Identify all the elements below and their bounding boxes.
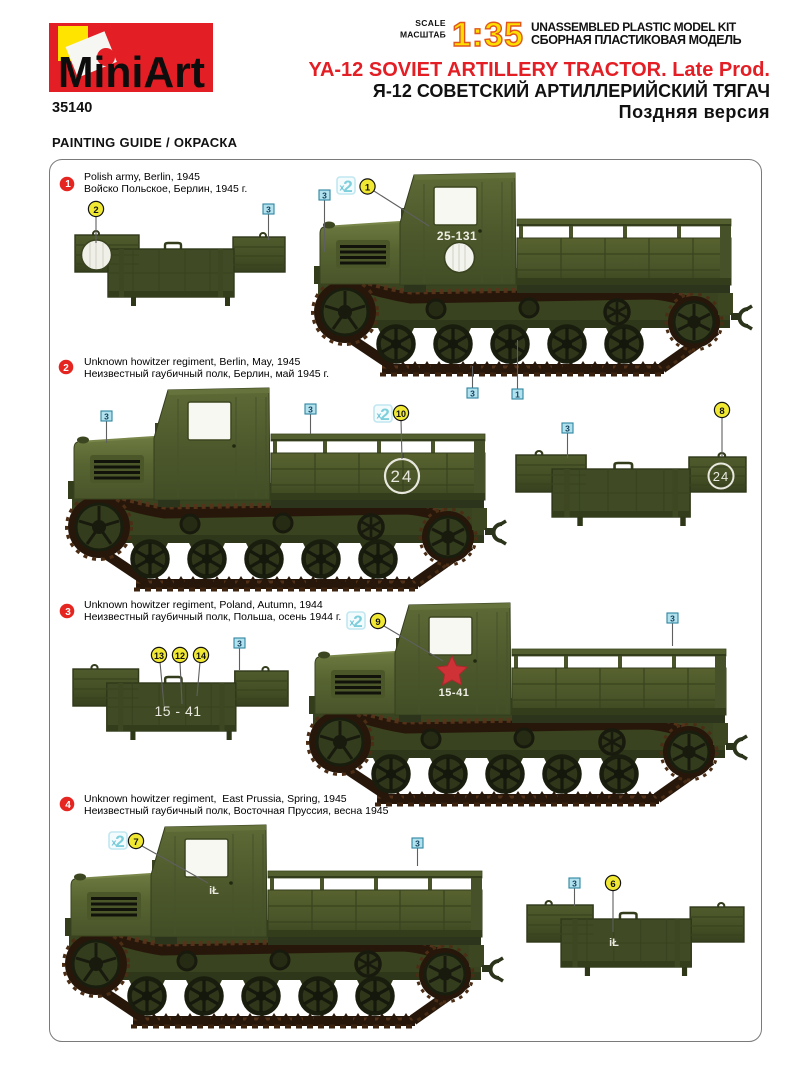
svg-text:12: 12 (175, 651, 185, 661)
svg-text:MiniArt: MiniArt (58, 48, 205, 97)
svg-text:SCALE: SCALE (415, 18, 446, 28)
svg-text:YA-12 SOVIET ARTILLERY TRACTOR: YA-12 SOVIET ARTILLERY TRACTOR. Late Pro… (308, 59, 770, 81)
svg-text:24: 24 (391, 467, 414, 486)
svg-text:3: 3 (266, 204, 271, 214)
svg-text:24: 24 (713, 469, 729, 484)
svg-text:13: 13 (154, 651, 164, 661)
svg-text:2: 2 (63, 363, 69, 374)
svg-text:iŁ: iŁ (609, 937, 619, 949)
svg-text:3: 3 (565, 423, 570, 433)
svg-text:1: 1 (515, 389, 520, 399)
svg-text:3: 3 (65, 607, 71, 618)
svg-text:8: 8 (719, 406, 724, 417)
svg-text:3: 3 (104, 411, 109, 421)
svg-text:10: 10 (396, 409, 406, 419)
svg-text:3: 3 (415, 838, 420, 848)
svg-text:25-131: 25-131 (437, 229, 477, 243)
svg-text:iŁ: iŁ (209, 885, 219, 897)
svg-text:3: 3 (670, 613, 675, 623)
svg-text:2: 2 (93, 205, 98, 216)
svg-text:МАСШТАБ: МАСШТАБ (400, 30, 446, 40)
svg-text:15-41: 15-41 (439, 687, 470, 699)
svg-text:3: 3 (470, 388, 475, 398)
svg-text:6: 6 (610, 879, 615, 890)
svg-text:1: 1 (365, 183, 371, 194)
svg-text:3: 3 (308, 404, 313, 414)
svg-text:14: 14 (196, 651, 206, 661)
svg-text:1: 1 (65, 179, 71, 190)
svg-text:3: 3 (572, 878, 577, 888)
svg-text:UNASSEMBLED PLASTIC MODEL KIT: UNASSEMBLED PLASTIC MODEL KIT (531, 20, 737, 34)
svg-text:35140: 35140 (52, 100, 92, 116)
svg-text:15 - 41: 15 - 41 (154, 703, 201, 719)
svg-text:9: 9 (375, 617, 380, 628)
svg-text:Я-12 СОВЕТСКИЙ АРТИЛЛЕРИЙСКИЙ: Я-12 СОВЕТСКИЙ АРТИЛЛЕРИЙСКИЙ ТЯГАЧ (373, 80, 770, 101)
svg-text:СБОРНАЯ ПЛАСТИКОВАЯ МОДЕЛЬ: СБОРНАЯ ПЛАСТИКОВАЯ МОДЕЛЬ (531, 33, 742, 47)
svg-text:7: 7 (133, 837, 138, 848)
svg-text:4: 4 (65, 800, 71, 811)
svg-text:1:35: 1:35 (452, 16, 524, 54)
svg-text:3: 3 (237, 638, 242, 648)
svg-text:3: 3 (322, 190, 327, 200)
svg-text:PAINTING GUIDE / ОКРАСКА: PAINTING GUIDE / ОКРАСКА (52, 135, 238, 150)
svg-text:Поздняя версия: Поздняя версия (619, 102, 770, 122)
